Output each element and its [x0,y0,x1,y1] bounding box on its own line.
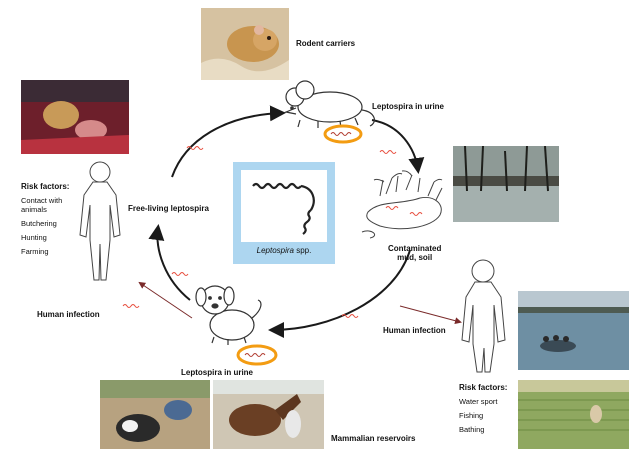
arrow-rodent-to-soil [371,119,425,174]
arrow-free-living-to-rodent [171,105,286,178]
label-mammalian-reservoirs: Mammalian reservoirs [331,434,416,443]
center-caption-suffix: spp. [294,246,312,255]
mud-soil-icon [361,170,443,239]
risk-factors-left-title: Risk factors: [21,182,70,191]
water-sport-photo [518,291,629,370]
rodent-photo [201,8,289,80]
urine-circle-bottom-icon [236,344,278,366]
horse-photo [213,380,324,449]
label-human-infection-left: Human infection [37,310,100,319]
arrow-soil-to-human-right [399,305,462,325]
label-leptospira-in-urine-top: Leptospira in urine [372,102,445,111]
risk-right-item: Fishing [459,410,484,420]
swamp-photo [453,146,559,222]
label-contaminated-soil: Contaminated mud, soil [388,244,442,263]
arrow-dog-to-human-left [138,281,193,319]
leptospira-micrograph [241,170,327,242]
human-left-icon [79,161,121,281]
butchering-photo [21,80,129,154]
risk-right-item: Water sport [459,396,498,406]
mouse-icon [283,80,376,129]
risk-factors-left: Risk factors: Contact with animals Butch… [21,182,69,261]
center-caption: Leptospira spp. [233,246,335,255]
label-free-living: Free-living leptospira [128,204,209,213]
spirochete-marks [122,146,397,318]
risk-right-item: Bathing [459,424,485,434]
label-rodent-carriers: Rodent carriers [296,39,356,48]
risk-left-item: Hunting [21,232,47,242]
label-leptospira-in-urine-bottom: Leptospira in urine [181,368,254,377]
arrow-dog-to-free-living [148,224,191,301]
arrow-soil-to-dog [268,249,411,338]
label-human-infection-right: Human infection [383,326,446,335]
risk-left-item: Butchering [21,218,57,228]
human-right-icon [461,259,506,373]
dog-icon [195,285,262,345]
urine-circle-top-icon [323,124,363,144]
leptospira-center-panel: Leptospira spp. [233,162,335,264]
risk-left-item: Farming [21,246,49,256]
risk-factors-right-title: Risk factors: [459,383,508,392]
spirochete-icon [252,182,315,235]
center-caption-genus: Leptospira [256,246,294,255]
risk-factors-right: Risk factors: Water sport Fishing Bathin… [459,383,507,439]
rice-field-photo [518,380,629,449]
cow-photo [100,380,210,449]
risk-left-item: Contact with animals [21,195,63,214]
